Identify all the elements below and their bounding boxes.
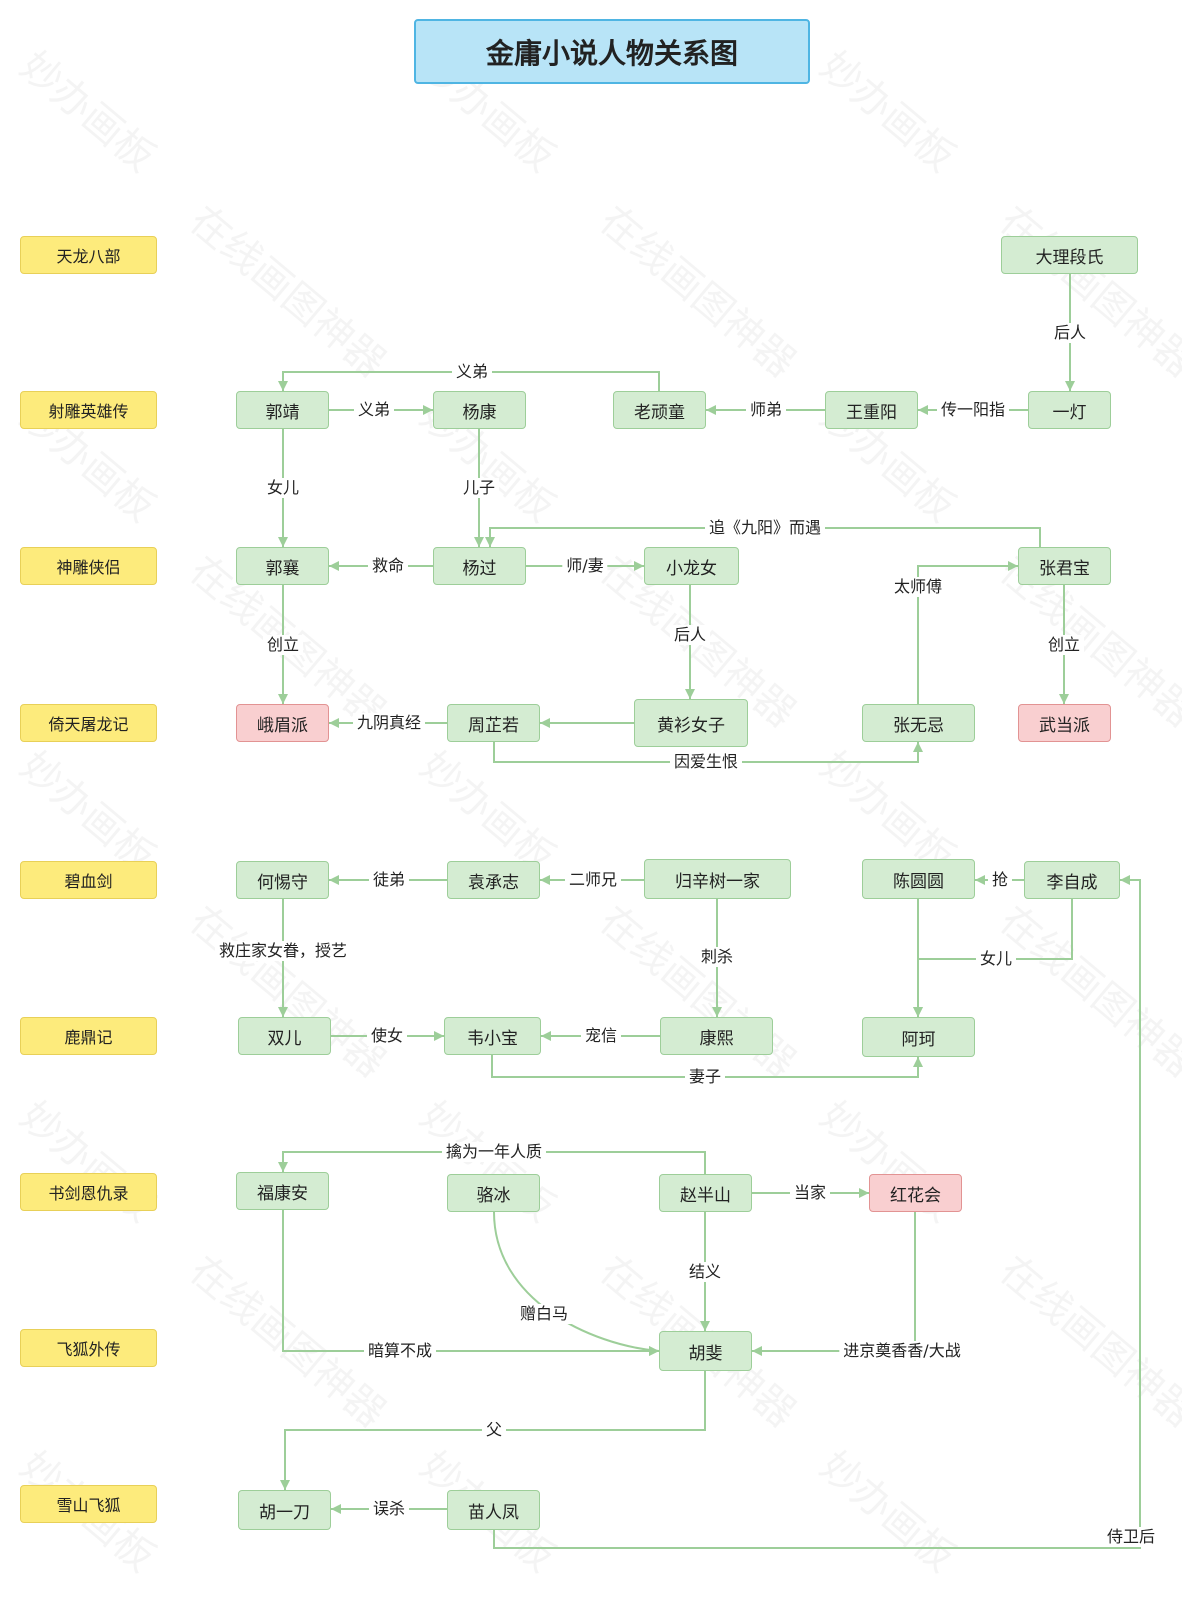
row-label-r2: 射雕英雄传 bbox=[20, 391, 157, 429]
edge-label-e_miaorenfeng_lizicheng: 侍卫后 bbox=[1102, 1527, 1160, 1547]
edge-label-e_hufei_huyidao: 父 bbox=[481, 1420, 507, 1440]
edge-label-e_guixinshu_kangxi: 刺杀 bbox=[696, 947, 738, 967]
node-hufei[interactable]: 胡斐 bbox=[659, 1331, 752, 1371]
edge-label-e_lizicheng_ake: 女儿 bbox=[975, 949, 1017, 969]
node-yangkang[interactable]: 杨康 bbox=[433, 391, 526, 429]
edge-label-e_zhangjunbao_wudang: 创立 bbox=[1043, 635, 1085, 655]
edge-label-e_hetishou_shuanger: 救庄家女眷，授艺 bbox=[214, 941, 352, 961]
node-yuanchengzhi[interactable]: 袁承志 bbox=[447, 861, 540, 899]
edge-e_huangshan_zhouzhiruo bbox=[540, 718, 634, 728]
node-chenyuanyuan[interactable]: 陈圆圆 bbox=[862, 859, 975, 899]
edge-e_miaorenfeng_lizicheng bbox=[493, 875, 1141, 1549]
page-title: 金庸小说人物关系图 bbox=[414, 19, 810, 84]
edge-label-e_wangchongyang_laowantong: 师弟 bbox=[745, 400, 787, 420]
node-hetishou[interactable]: 何惕守 bbox=[236, 861, 329, 899]
edge-label-e_yangguo_xiaolongnv: 师/妻 bbox=[562, 556, 608, 576]
node-guoxiang[interactable]: 郭襄 bbox=[236, 547, 329, 585]
edge-label-e_miaorenfeng_huyidao: 误杀 bbox=[368, 1499, 410, 1519]
edge-label-e_guojing_yangkang_yidi: 义弟 bbox=[353, 400, 395, 420]
node-zhouzhiruo[interactable]: 周芷若 bbox=[447, 704, 540, 742]
row-label-r7: 书剑恩仇录 bbox=[20, 1173, 157, 1211]
row-label-r4: 倚天屠龙记 bbox=[20, 704, 157, 742]
node-weixiaobao[interactable]: 韦小宝 bbox=[444, 1017, 541, 1055]
edge-label-e_fukangan_hufei: 暗算不成 bbox=[363, 1341, 437, 1361]
node-ake[interactable]: 阿珂 bbox=[862, 1017, 975, 1057]
edge-label-e_guoxiang_emei: 创立 bbox=[262, 635, 304, 655]
edge-label-e_zhaobanshan_honghuahui: 当家 bbox=[789, 1183, 831, 1203]
edge-label-e_zhangwuji_zhangjunbao: 太师傅 bbox=[889, 577, 947, 597]
edge-label-e_zhangjunbao_yangguo: 追《九阳》而遇 bbox=[704, 518, 826, 538]
edge-e_fukangan_hufei bbox=[282, 1210, 659, 1356]
row-label-r8: 飞狐外传 bbox=[20, 1329, 157, 1367]
edge-e_chenyuanyuan_ake bbox=[913, 899, 923, 1017]
row-label-r6: 鹿鼎记 bbox=[20, 1017, 157, 1055]
row-label-r5: 碧血剑 bbox=[20, 861, 157, 899]
edge-label-e_laowantong_guojing: 义弟 bbox=[451, 362, 493, 382]
edge-label-e_dali_yideng: 后人 bbox=[1049, 323, 1091, 343]
edge-label-e_yangkang_yangguo: 儿子 bbox=[458, 478, 500, 498]
edge-e_zhangwuji_zhangjunbao bbox=[917, 561, 1018, 704]
row-label-r3: 神雕侠侣 bbox=[20, 547, 157, 585]
node-yangguo[interactable]: 杨过 bbox=[433, 547, 526, 585]
node-miaorenfeng[interactable]: 苗人凤 bbox=[447, 1490, 540, 1530]
row-label-r9: 雪山飞狐 bbox=[20, 1485, 157, 1523]
node-emei[interactable]: 峨眉派 bbox=[236, 704, 329, 742]
edge-label-e_yuanchengzhi_hetishou: 徒弟 bbox=[368, 870, 410, 890]
edge-label-e_guixinshu_yuanchengzhi: 二师兄 bbox=[564, 870, 622, 890]
node-kangxi[interactable]: 康熙 bbox=[660, 1017, 773, 1055]
edge-label-e_zhaobanshan_hufei: 结义 bbox=[684, 1262, 726, 1282]
node-zhangjunbao[interactable]: 张君宝 bbox=[1018, 547, 1111, 585]
edge-label-e_lizicheng_chenyuanyuan: 抢 bbox=[987, 870, 1013, 890]
node-zhangwuji[interactable]: 张无忌 bbox=[862, 704, 975, 742]
node-xiaolongnv[interactable]: 小龙女 bbox=[644, 547, 739, 585]
node-huyidao[interactable]: 胡一刀 bbox=[238, 1490, 331, 1530]
node-luobing[interactable]: 骆冰 bbox=[447, 1174, 540, 1212]
edge-label-e_zhouzhiruo_emei: 九阴真经 bbox=[352, 713, 426, 733]
edge-label-e_kangxi_weixiaobao: 宠信 bbox=[580, 1026, 622, 1046]
node-wudang[interactable]: 武当派 bbox=[1018, 704, 1111, 742]
edge-label-e_weixiaobao_ake: 妻子 bbox=[684, 1067, 726, 1087]
node-wangchongyang[interactable]: 王重阳 bbox=[825, 391, 918, 429]
node-guojing[interactable]: 郭靖 bbox=[236, 391, 329, 429]
edge-label-e_yangguo_guoxiang: 救命 bbox=[367, 556, 409, 576]
node-fukangan[interactable]: 福康安 bbox=[236, 1172, 329, 1210]
edge-e_luobing_hufei bbox=[493, 1211, 660, 1356]
edge-label-e_yideng_wangchongyang: 传一阳指 bbox=[936, 400, 1010, 420]
edge-label-e_luobing_hufei: 赠白马 bbox=[515, 1304, 573, 1324]
node-honghuahui[interactable]: 红花会 bbox=[869, 1174, 962, 1212]
row-label-r1: 天龙八部 bbox=[20, 236, 157, 274]
node-guixinshu[interactable]: 归辛树一家 bbox=[644, 859, 791, 899]
edge-label-e_xiaolongnv_huangshan: 后人 bbox=[669, 625, 711, 645]
edge-label-e_shuanger_weixiaobao: 使女 bbox=[366, 1026, 408, 1046]
edge-label-e_guojing_guoxiang: 女儿 bbox=[262, 478, 304, 498]
node-shuanger[interactable]: 双儿 bbox=[238, 1017, 331, 1055]
edge-e_honghuahui_hufei bbox=[752, 1212, 916, 1356]
node-dali[interactable]: 大理段氏 bbox=[1001, 236, 1138, 274]
node-laowantong[interactable]: 老顽童 bbox=[613, 391, 706, 429]
node-zhaobanshan[interactable]: 赵半山 bbox=[659, 1174, 752, 1212]
node-huangshan[interactable]: 黄衫女子 bbox=[634, 699, 748, 747]
edge-label-e_zhouzhiruo_zhangwuji: 因爱生恨 bbox=[669, 752, 743, 772]
edge-label-e_honghuahui_hufei: 进京奠香香/大战 bbox=[839, 1341, 965, 1361]
node-lizicheng[interactable]: 李自成 bbox=[1024, 861, 1120, 899]
edge-label-e_zhaobanshan_fukangan: 擒为一年人质 bbox=[441, 1142, 547, 1162]
node-yideng[interactable]: 一灯 bbox=[1028, 391, 1111, 429]
